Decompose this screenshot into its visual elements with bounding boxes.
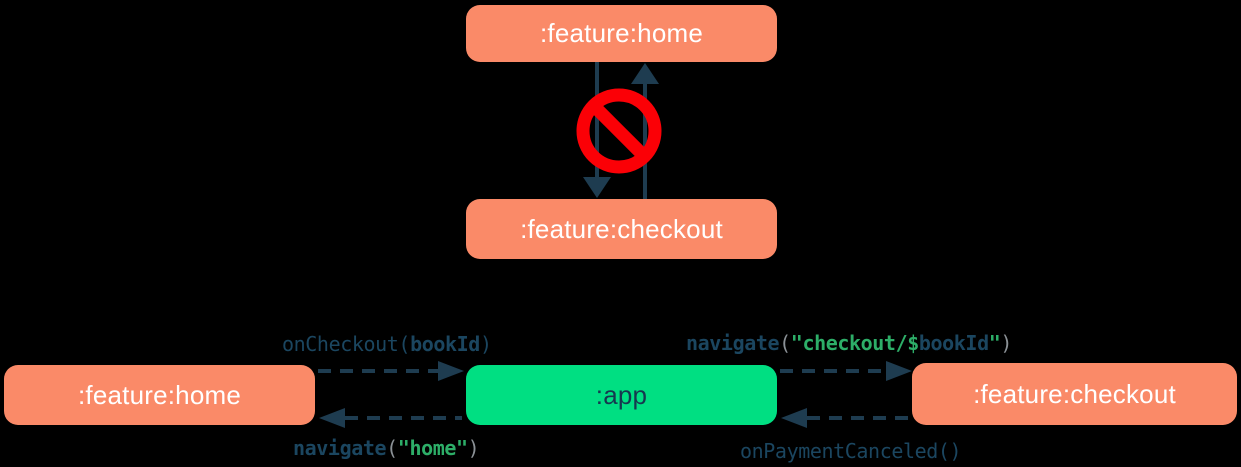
module-label-feature-checkout-bottom: :feature:checkout: [973, 378, 1176, 409]
on-payment-canceled-parens: (): [937, 439, 962, 463]
navigate-checkout-open-paren: (: [779, 331, 791, 355]
navigate-checkout-fn: navigate: [686, 331, 780, 355]
on-checkout-open-paren: (: [398, 332, 411, 356]
label-on-checkout: onCheckout(bookId): [282, 332, 492, 356]
navigate-home-open-paren: (: [386, 436, 398, 460]
navigate-checkout-string-post: ": [988, 331, 1001, 355]
module-box-feature-checkout-top: :feature:checkout: [466, 199, 777, 259]
navigate-checkout-string-pre: "checkout/$: [790, 331, 919, 355]
navigate-home-close-paren: ): [467, 436, 480, 460]
no-entry-icon: [576, 88, 662, 174]
module-label-feature-home-bottom: :feature:home: [77, 379, 242, 410]
module-box-feature-home-bottom: :feature:home: [4, 365, 315, 425]
module-label-feature-checkout-top: :feature:checkout: [520, 213, 723, 244]
arrow-app-to-checkout: [780, 361, 912, 381]
navigate-checkout-arg: bookId: [918, 331, 989, 355]
module-box-app: :app: [466, 365, 777, 425]
navigate-home-string: "home": [397, 436, 468, 460]
on-payment-canceled-fn: onPaymentCanceled: [740, 439, 938, 463]
arrow-app-to-home: [319, 408, 462, 428]
module-label-app: :app: [595, 379, 648, 410]
label-navigate-checkout: navigate("checkout/$bookId"): [686, 331, 1012, 355]
arrow-checkout-to-app: [781, 408, 910, 428]
on-checkout-arg: bookId: [410, 332, 480, 356]
navigate-checkout-close-paren: ): [1000, 331, 1013, 355]
on-checkout-close-paren: ): [479, 332, 492, 356]
on-checkout-fn: onCheckout: [282, 332, 399, 356]
navigate-home-fn: navigate: [293, 436, 387, 460]
label-on-payment-canceled: onPaymentCanceled(): [740, 439, 962, 463]
module-box-feature-home-top: :feature:home: [466, 5, 777, 62]
module-label-feature-home-top: :feature:home: [539, 18, 704, 48]
module-box-feature-checkout-bottom: :feature:checkout: [912, 363, 1237, 425]
arrow-home-to-app: [318, 361, 464, 381]
label-navigate-home: navigate("home"): [293, 436, 480, 460]
